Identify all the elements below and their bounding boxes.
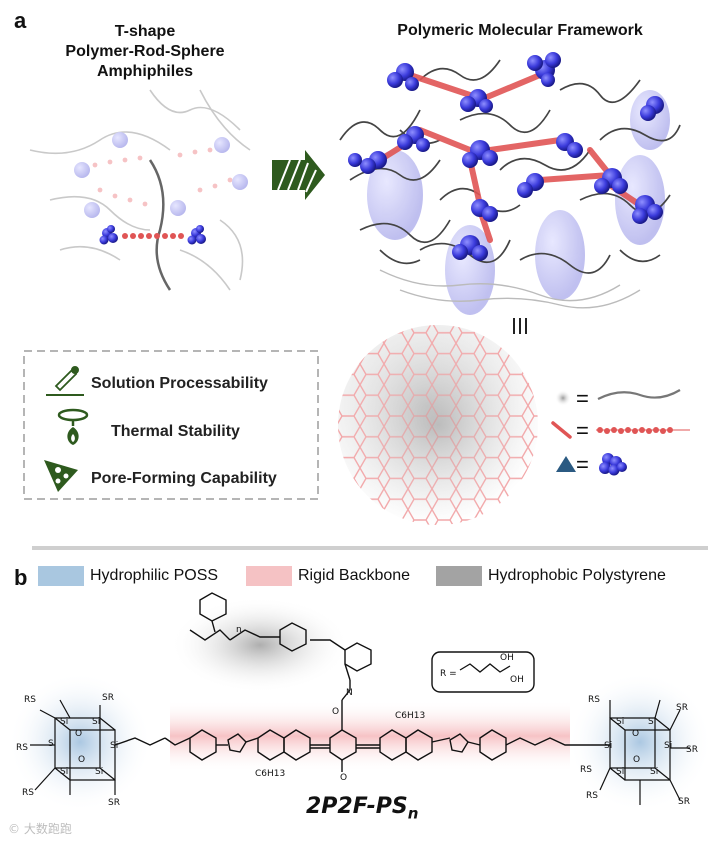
svg-text:Si: Si xyxy=(60,767,68,777)
svg-text:O: O xyxy=(633,755,640,765)
molecule-name-main: 2P2F-PS xyxy=(306,794,408,819)
svg-text:RS: RS xyxy=(22,788,34,798)
svg-text:n: n xyxy=(236,625,242,635)
feature-pore-forming: Pore-Forming Capability xyxy=(91,470,277,488)
svg-text:C6H13: C6H13 xyxy=(255,769,285,779)
molecule-name: 2P2F-PSn xyxy=(306,794,418,822)
svg-text:OH: OH xyxy=(510,675,524,685)
svg-text:O: O xyxy=(340,773,347,783)
legend-swatch-backbone xyxy=(246,566,292,586)
svg-text:Si: Si xyxy=(664,741,672,751)
svg-text:SR: SR xyxy=(686,745,698,755)
svg-text:Si: Si xyxy=(95,767,103,777)
svg-text:OH: OH xyxy=(500,653,514,663)
svg-text:N: N xyxy=(346,688,353,698)
svg-text:RS: RS xyxy=(586,791,598,801)
equals-sign-3: = xyxy=(576,452,589,478)
svg-text:Si: Si xyxy=(650,767,658,777)
svg-text:RS: RS xyxy=(24,695,36,705)
svg-text:SR: SR xyxy=(102,693,114,703)
feature-thermal-stability: Thermal Stability xyxy=(111,423,240,441)
amphiphile-sketch xyxy=(30,90,250,290)
svg-text:Si: Si xyxy=(92,717,100,727)
equals-sign-2: = xyxy=(576,418,589,444)
framework-illustration xyxy=(340,52,680,315)
pipette-icon xyxy=(46,367,84,396)
svg-text:SR: SR xyxy=(108,798,120,808)
svg-text:R =: R = xyxy=(440,669,457,679)
honeycomb-illustration xyxy=(330,320,550,540)
svg-text:Si: Si xyxy=(648,717,656,727)
watermark: © 大数跑跑 xyxy=(8,820,72,837)
svg-text:SR: SR xyxy=(678,797,690,807)
svg-text:Si: Si xyxy=(604,741,612,751)
equivalence-icon xyxy=(514,318,526,334)
svg-text:Si: Si xyxy=(616,717,624,727)
flame-icon xyxy=(59,410,87,445)
legend-label-polystyrene: Hydrophobic Polystyrene xyxy=(488,567,666,585)
svg-text:O: O xyxy=(332,707,339,717)
svg-text:O: O xyxy=(75,729,82,739)
legend-swatch-polystyrene xyxy=(436,566,482,586)
svg-text:Si: Si xyxy=(60,717,68,727)
molecule-name-subscript: n xyxy=(408,804,419,822)
equals-sign-1: = xyxy=(576,386,589,412)
arrow-icon xyxy=(272,150,325,200)
svg-text:C6H13: C6H13 xyxy=(395,711,425,721)
svg-text:Si: Si xyxy=(110,741,118,751)
svg-text:O: O xyxy=(78,755,85,765)
svg-text:Si: Si xyxy=(616,767,624,777)
svg-text:Si: Si xyxy=(48,739,56,749)
legend-swatch-poss xyxy=(38,566,84,586)
pore-triangle-icon xyxy=(44,460,78,492)
component-legend xyxy=(553,390,690,476)
svg-text:SR: SR xyxy=(676,703,688,713)
legend-label-poss: Hydrophilic POSS xyxy=(90,567,218,585)
svg-text:RS: RS xyxy=(588,695,600,705)
svg-text:RS: RS xyxy=(580,765,592,775)
svg-text:RS: RS xyxy=(16,743,28,753)
svg-text:O: O xyxy=(632,729,639,739)
panel-b-letter: b xyxy=(14,565,27,591)
legend-label-backbone: Rigid Backbone xyxy=(298,567,410,585)
feature-solution-processability: Solution Processability xyxy=(91,375,268,393)
